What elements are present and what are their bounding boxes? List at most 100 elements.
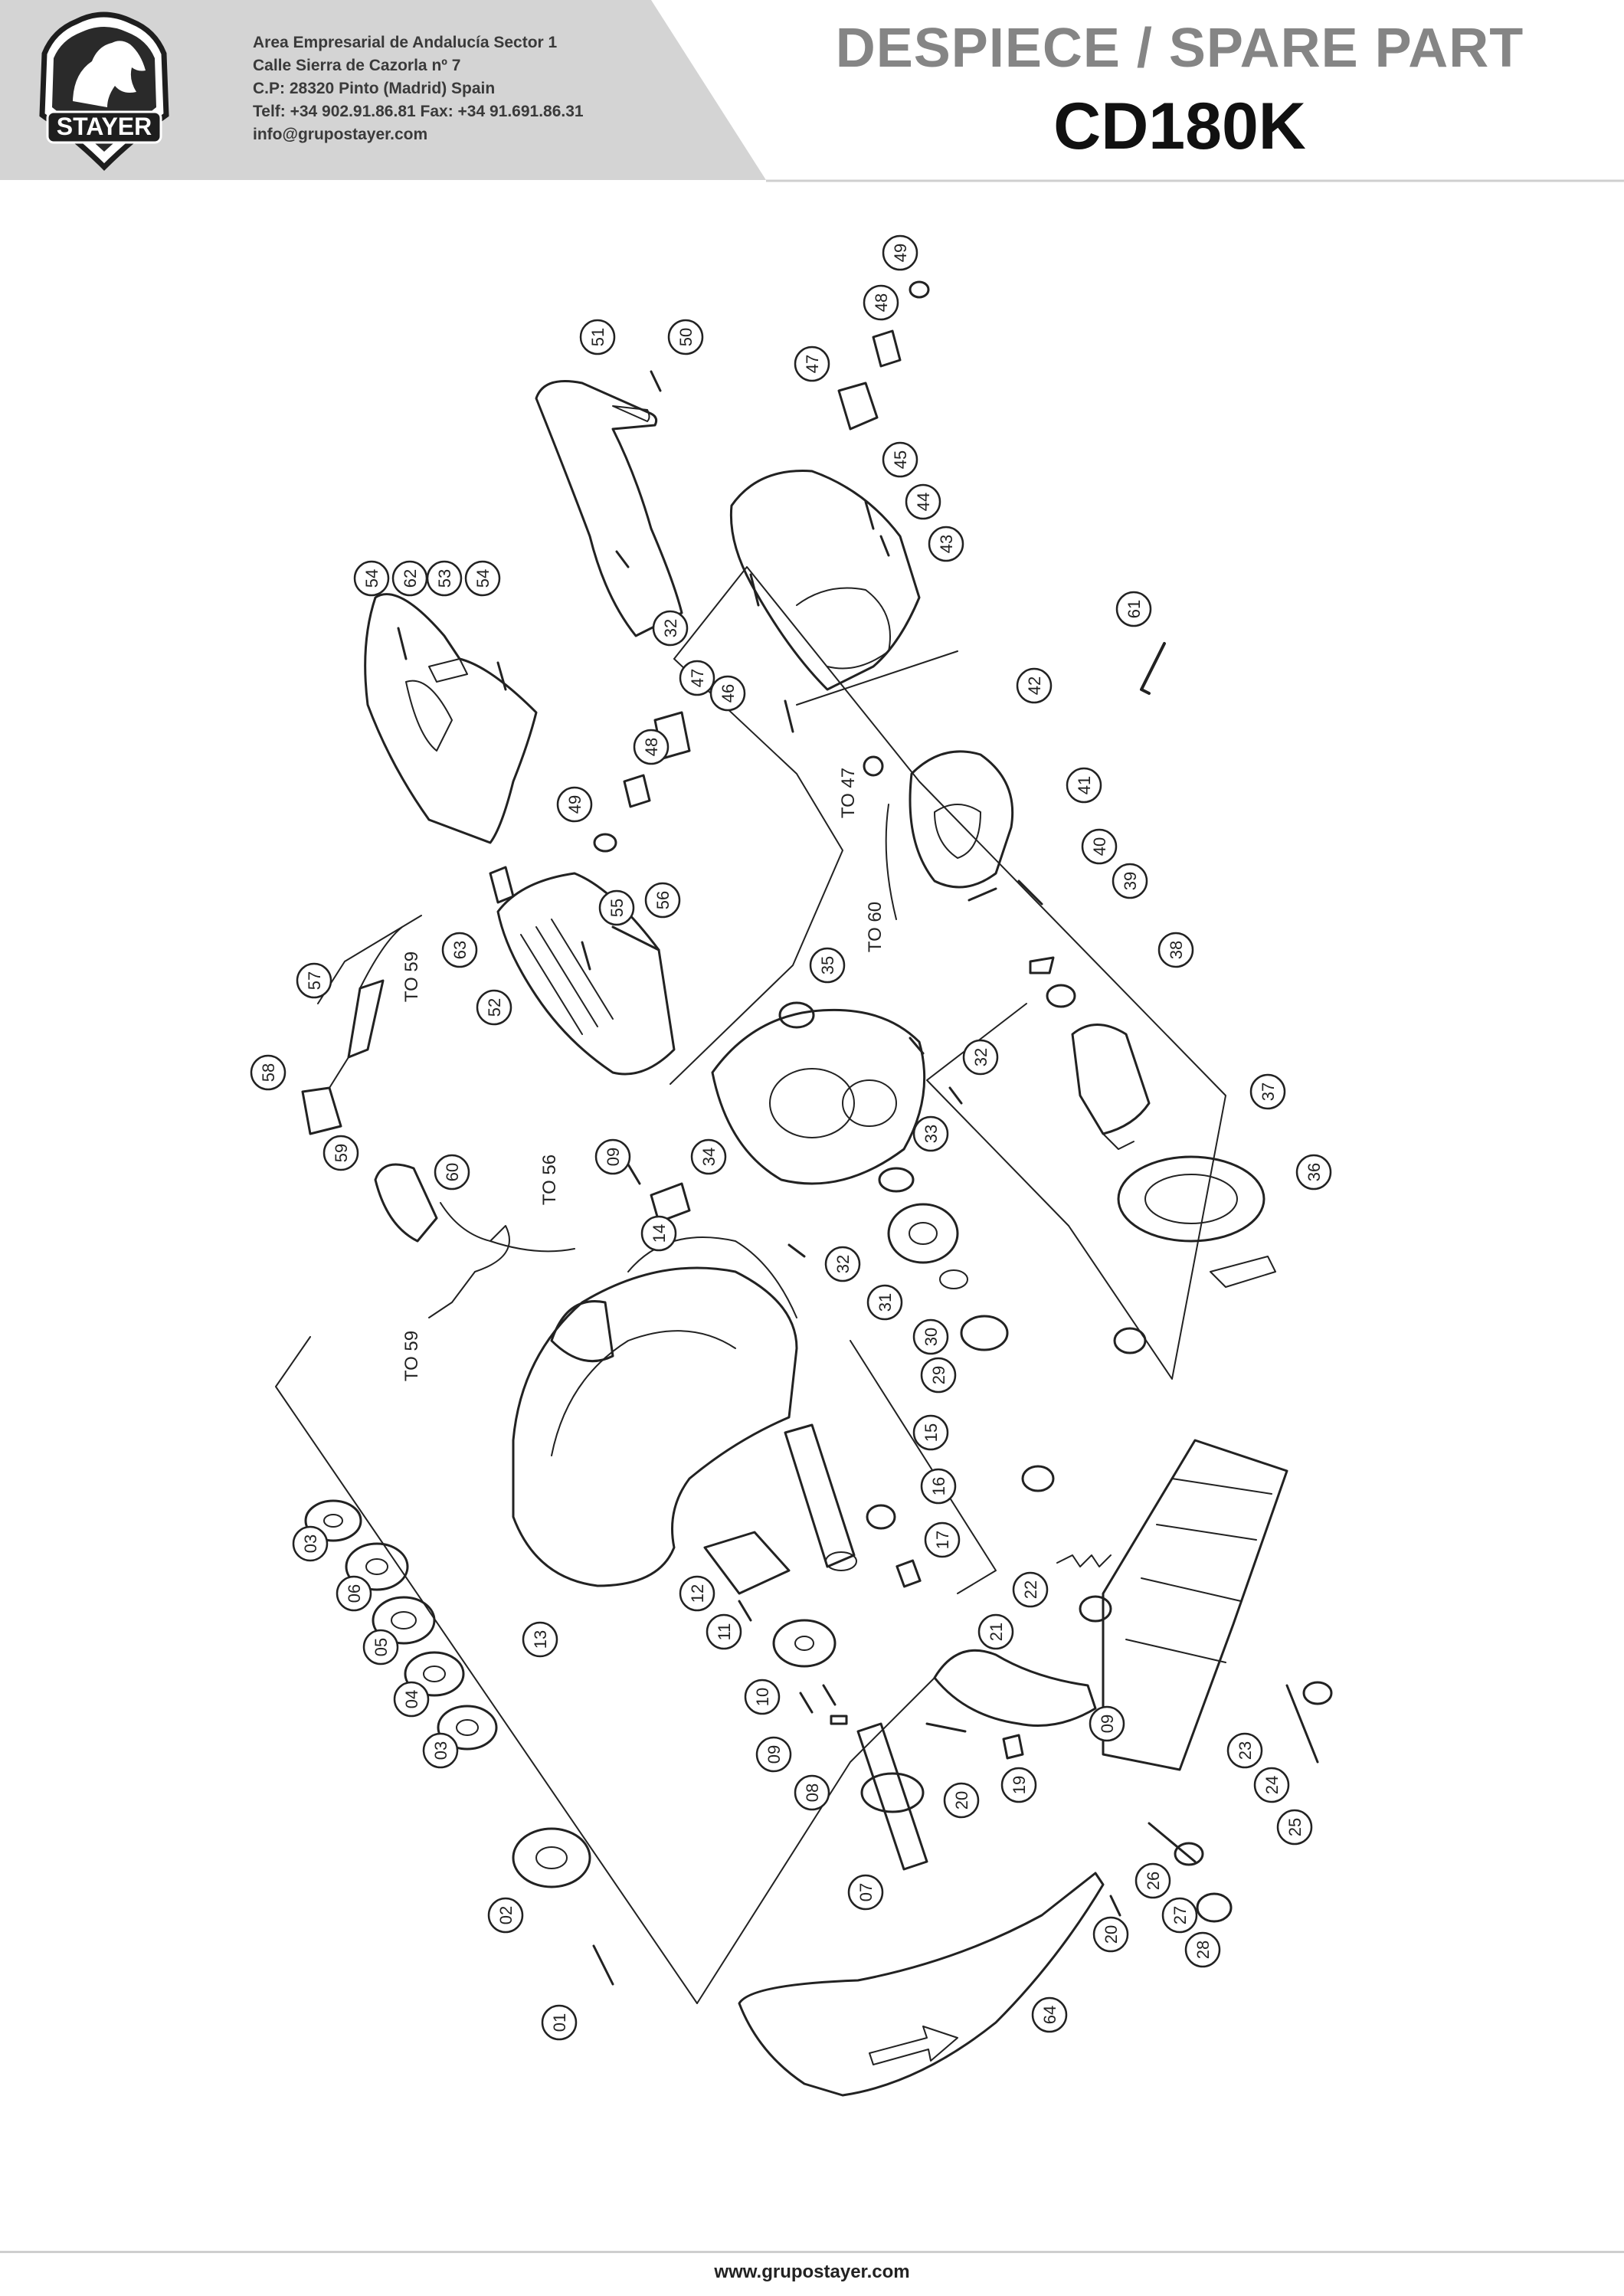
- callout-bubble-22: [1012, 1571, 1049, 1608]
- part-54-screw-a: [397, 627, 408, 660]
- callout-bubble-06: [336, 1575, 372, 1612]
- callout-bubble-39: [1112, 863, 1148, 899]
- footer-website: www.grupostayer.com: [714, 2262, 910, 2282]
- callout-bubble-29: [920, 1357, 957, 1394]
- part-number-label: 40: [1090, 837, 1109, 856]
- part-number-label: 43: [937, 535, 956, 553]
- callout-bubble-05: [362, 1629, 399, 1666]
- part-number-label: 48: [642, 738, 661, 756]
- part-number-label: 39: [1121, 872, 1140, 890]
- part-number-label: 20: [1102, 1925, 1121, 1944]
- callout-bubble-56: [644, 882, 681, 919]
- part-25-axle: [1285, 1684, 1319, 1764]
- callout-bubble-24: [1253, 1767, 1290, 1803]
- part-40-washer: [1029, 956, 1055, 974]
- part-22-spring: [1056, 1554, 1112, 1567]
- part-11-screw: [738, 1600, 752, 1622]
- callout-bubble-61: [1115, 591, 1152, 627]
- part-number-label: 34: [699, 1148, 719, 1166]
- part-51-handle: [535, 380, 683, 637]
- callout-bubble-41: [1066, 767, 1102, 804]
- part-31-gear: [887, 1203, 959, 1264]
- part-57-cable: [359, 926, 403, 989]
- horse-head-icon: [73, 41, 146, 107]
- callout-bubble-33: [912, 1115, 949, 1152]
- part-14-brush-holder: [650, 1182, 691, 1223]
- callout-bubble-43: [928, 526, 964, 562]
- callout-bubble-49: [556, 786, 593, 823]
- direction-arrow-icon: [869, 2026, 958, 2065]
- callout-bubble-26: [1135, 1862, 1171, 1899]
- logo-text: STAYER: [57, 113, 152, 140]
- part-49-cap-top: [909, 280, 930, 299]
- callout-bubble-46: [709, 675, 746, 712]
- callout-bubble-12: [679, 1575, 715, 1612]
- callout-bubble-57: [296, 962, 332, 999]
- part-39-bearing: [1046, 984, 1076, 1008]
- part-number-label: 56: [653, 891, 673, 909]
- part-26-axle: [1148, 1822, 1197, 1863]
- part-19-clamp: [1002, 1734, 1024, 1760]
- callout-bubble-54: [353, 560, 390, 597]
- part-17-lock-button: [895, 1559, 922, 1588]
- document-title: DESPIECE / SPARE PART: [835, 18, 1524, 79]
- part-number-label: 23: [1236, 1741, 1255, 1760]
- part-number-label: 01: [550, 2013, 569, 2032]
- part-24-roller: [1302, 1681, 1333, 1705]
- part-number-label: 03: [431, 1741, 450, 1760]
- part-number-label: 58: [259, 1063, 278, 1082]
- part-49-cap-mid: [593, 833, 617, 853]
- part-number-label: 35: [818, 956, 837, 974]
- callout-bubble-35: [809, 947, 846, 984]
- callout-bubble-14: [640, 1215, 677, 1252]
- part-number-label: 37: [1259, 1082, 1278, 1101]
- part-51-handle-bracket: [612, 405, 650, 422]
- part-33-bearing: [878, 1167, 915, 1193]
- part-42-wire-to-47: [885, 804, 897, 920]
- callout-bubble-03: [292, 1525, 329, 1562]
- part-58-plug: [301, 1086, 342, 1135]
- part-number-label: 53: [435, 569, 454, 588]
- callout-bubble-48: [633, 729, 670, 765]
- part-56-wire: [611, 925, 660, 951]
- callout-bubble-09: [594, 1138, 631, 1175]
- callout-bubble-34: [690, 1138, 727, 1175]
- callout-bubble-11: [706, 1613, 742, 1650]
- callout-bubble-51: [579, 319, 616, 355]
- part-number-label: 08: [803, 1783, 822, 1802]
- part-number-label: 42: [1025, 676, 1044, 695]
- company-address-line-1: Area Empresarial de Andalucía Sector 1: [253, 34, 558, 51]
- part-52-grip-ribs: [520, 919, 614, 1035]
- part-12-bearing-plate: [703, 1531, 791, 1595]
- part-number-label: 09: [1098, 1715, 1117, 1733]
- part-number-label: 32: [971, 1048, 990, 1066]
- part-13-dust-port: [550, 1300, 614, 1363]
- part-34-gear-housing: [711, 1008, 926, 1185]
- part-32-screw-c: [787, 1243, 806, 1258]
- part-06-washer: [345, 1542, 409, 1591]
- part-47-bushing-top: [837, 382, 879, 431]
- callout-bubble-32: [824, 1246, 861, 1282]
- connection-note: TO 56: [539, 1155, 560, 1205]
- part-41-screw-a: [968, 887, 997, 902]
- part-07-output-shaft: [856, 1722, 928, 1871]
- part-number-label: 28: [1193, 1941, 1213, 1959]
- part-64-lower-guard: [738, 1872, 1105, 2097]
- part-34-housing-bore: [769, 1068, 855, 1138]
- part-01-bolt: [592, 1944, 614, 1986]
- part-13-blade-guard: [512, 1266, 798, 1587]
- callout-bubble-47: [679, 660, 715, 696]
- part-number-label: 62: [401, 569, 420, 588]
- callout-bubble-09: [1089, 1705, 1125, 1742]
- part-number-label: 49: [565, 795, 584, 814]
- part-42-stator: [909, 750, 1014, 889]
- part-34-housing-bore-2: [842, 1079, 897, 1127]
- part-number-label: 59: [332, 1144, 351, 1162]
- part-59-switch: [374, 1163, 438, 1243]
- callout-bubble-50: [667, 319, 704, 355]
- part-43-inner-ring: [796, 587, 891, 670]
- part-number-label: 07: [856, 1883, 876, 1901]
- part-number-label: 12: [688, 1584, 707, 1603]
- part-27-roller: [1174, 1842, 1204, 1866]
